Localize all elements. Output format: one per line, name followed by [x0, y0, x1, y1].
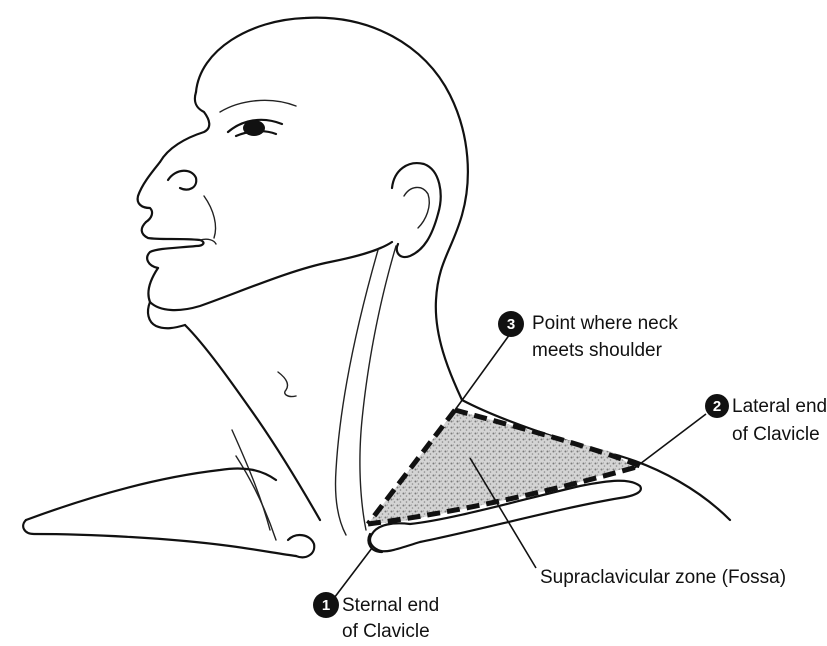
- zone-label-group: Supraclavicular zone (Fossa): [540, 567, 786, 588]
- zone-label: Supraclavicular zone (Fossa): [540, 567, 786, 588]
- leader-point-3: [455, 334, 510, 410]
- marker-1-number: 1: [322, 597, 330, 614]
- leader-point-2: [632, 414, 706, 470]
- point-2-label: 2 Lateral end of Clavicle: [705, 394, 827, 445]
- point-3-label-line1: Point where neck: [532, 313, 678, 334]
- point-1-label: 1 Sternal end of Clavicle: [313, 592, 439, 641]
- point-3-label-line2: meets shoulder: [532, 340, 663, 361]
- marker-2-number: 2: [713, 398, 721, 415]
- neck: [185, 246, 396, 540]
- supraclavicular-zone: [368, 410, 640, 524]
- shoulders: [23, 400, 730, 557]
- point-2-label-line1: Lateral end: [732, 396, 827, 417]
- head-outline: [138, 18, 468, 400]
- point-1-label-line1: Sternal end: [342, 595, 439, 616]
- point-1-label-line2: of Clavicle: [342, 621, 430, 641]
- face-features: [168, 100, 296, 244]
- point-3-label: 3 Point where neck meets shoulder: [498, 311, 678, 361]
- eye-pupil: [243, 120, 265, 136]
- marker-3-number: 3: [507, 316, 515, 333]
- point-2-label-line2: of Clavicle: [732, 424, 820, 445]
- ear: [392, 163, 441, 257]
